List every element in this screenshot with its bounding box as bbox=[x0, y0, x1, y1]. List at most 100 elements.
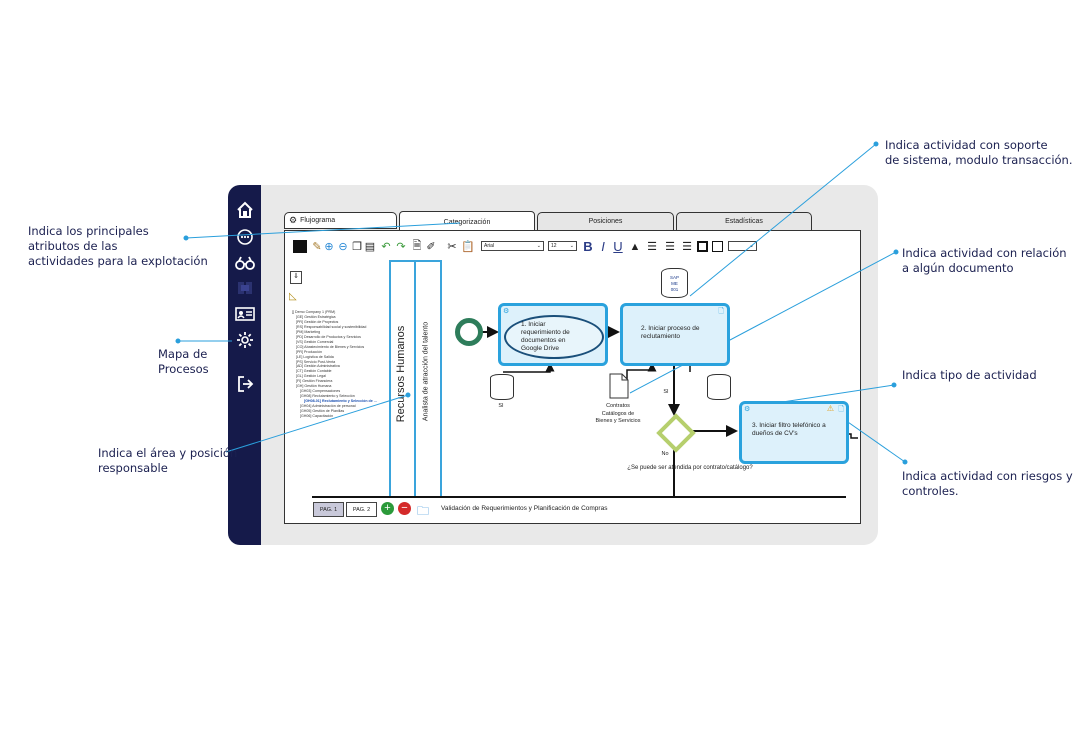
tree-item[interactable]: [PS] Servicio Post-Venta bbox=[296, 359, 336, 364]
fill-icon[interactable]: ▲ bbox=[629, 240, 641, 253]
page-tab-2[interactable]: PAG. 2 bbox=[346, 502, 377, 517]
font-select[interactable]: Arial ⌄ bbox=[481, 241, 544, 251]
annotation-area: Indica el área y posición responsable bbox=[98, 446, 238, 475]
tab-label: Categorización bbox=[443, 219, 491, 226]
more-icon[interactable] bbox=[228, 226, 261, 248]
pencil-icon[interactable]: ✎ bbox=[312, 241, 322, 253]
underline-button[interactable]: U bbox=[613, 239, 623, 254]
tree-item[interactable]: [GE] Gestión Estratégica bbox=[296, 314, 336, 319]
tree-item[interactable]: [CT] Gestión Contable bbox=[296, 369, 332, 374]
border-icon[interactable] bbox=[697, 241, 708, 252]
border-thin-icon[interactable] bbox=[712, 241, 723, 252]
lane-position: Analista de atracción del talento bbox=[414, 260, 442, 498]
zoom-out-icon[interactable]: ⊖ bbox=[338, 241, 348, 253]
document-flag-icon: 🗋 bbox=[718, 308, 724, 315]
diagram-title: Validación de Requerimientos y Planifica… bbox=[441, 505, 608, 512]
page-tab-1[interactable]: PAG. 1 bbox=[313, 502, 344, 517]
remove-page-button[interactable]: − bbox=[398, 502, 411, 515]
copy-icon[interactable]: ❐ bbox=[352, 241, 362, 253]
align-left-icon[interactable]: ☰ bbox=[647, 241, 657, 253]
ruler-icon[interactable]: ◺ bbox=[289, 291, 297, 302]
tree-item[interactable]: [] Demo Company 1 (PRM) bbox=[292, 310, 336, 314]
redo-icon[interactable]: ↷ bbox=[396, 241, 406, 253]
chevron-down-icon: ⌄ bbox=[536, 243, 541, 249]
tree-item[interactable]: [VS] Gestión Comercial bbox=[296, 339, 334, 344]
tree-item[interactable]: [AD] Gestión Administrativa bbox=[296, 364, 340, 369]
flowchart-icon: ⚙ bbox=[289, 215, 298, 225]
save-icon[interactable] bbox=[293, 240, 307, 253]
add-page-button[interactable]: + bbox=[381, 502, 394, 515]
annotation-tipo: Indica tipo de actividad bbox=[902, 368, 1037, 382]
id-card-icon[interactable] bbox=[228, 303, 261, 325]
task-2-label: 2. Iniciar proceso de reclutamiento bbox=[641, 325, 700, 340]
gear-icon: ⚙ bbox=[744, 406, 751, 413]
tree-item[interactable]: [PD] Desarrollo de Productos y Servicios bbox=[296, 334, 361, 339]
home-icon[interactable] bbox=[228, 199, 261, 221]
tree-item[interactable]: [GH06] Capacitación bbox=[300, 413, 334, 418]
folder-icon[interactable]: 🗀 bbox=[417, 504, 430, 518]
brush-icon[interactable]: ✐ bbox=[426, 241, 436, 253]
tree-item[interactable]: [GH08-01] Reclutamiento y Selección de .… bbox=[304, 399, 377, 404]
document-icon[interactable]: 🗎 bbox=[412, 240, 422, 252]
gear-icon[interactable] bbox=[228, 329, 261, 351]
tree-item[interactable]: [GH08] Reclutamiento y Selección bbox=[300, 394, 355, 399]
task-1-ellipse bbox=[504, 315, 604, 359]
tab-flujograma[interactable]: ⚙ Flujograma bbox=[284, 212, 397, 229]
logout-icon[interactable] bbox=[228, 373, 261, 395]
tab-flujograma-label: Flujograma bbox=[300, 217, 336, 224]
database-icon bbox=[490, 374, 514, 400]
size-select[interactable]: 12 ⌄ bbox=[548, 241, 577, 251]
tree-item[interactable]: [PR] Producción bbox=[296, 349, 322, 354]
annotation-atributos: Indica los principales atributos de las … bbox=[28, 224, 208, 268]
scissors-icon[interactable]: ✂ bbox=[447, 241, 457, 253]
si-label-2: SI bbox=[663, 389, 669, 395]
tree-item[interactable]: [LE] Logística de Salida bbox=[296, 354, 334, 359]
tree-item[interactable]: [GH03] Compensaciones bbox=[300, 389, 341, 394]
tree-item[interactable]: [PR] Gestión de Proyectos bbox=[296, 319, 339, 324]
canvas-panel bbox=[284, 230, 861, 524]
size-select-value: 12 bbox=[551, 243, 557, 249]
sap-label: SAP ME 001 bbox=[669, 275, 679, 292]
tab-label: Estadísticas bbox=[725, 218, 763, 225]
task-3[interactable]: ⚙ ⚠ 🗋 3. Iniciar filtro telefónico a due… bbox=[739, 401, 849, 464]
no-label: No bbox=[661, 451, 669, 457]
tree-item[interactable]: [PM] Marketing bbox=[296, 329, 321, 334]
document-flag-icon: 🗋 bbox=[838, 406, 844, 413]
zoom-in-icon[interactable]: ⊕ bbox=[324, 241, 334, 253]
task-3-label: 3. Iniciar filtro telefónico a dueños de… bbox=[752, 422, 826, 437]
italic-button[interactable]: I bbox=[601, 239, 605, 254]
document-label: Contratos Catálogos de Bienes y Servicio… bbox=[595, 403, 641, 424]
annotation-mapa: Mapa de Procesos bbox=[158, 347, 209, 376]
task-1-label: 1. Iniciar requerimiento de documentos e… bbox=[521, 321, 570, 352]
undo-icon[interactable]: ↶ bbox=[381, 241, 391, 253]
tree-item[interactable]: [GH05] Gestión de Planillas bbox=[300, 409, 345, 413]
align-center-icon[interactable]: ☰ bbox=[665, 241, 675, 253]
clipboard-icon[interactable]: 📋 bbox=[461, 241, 475, 253]
chevron-down-icon: ⌄ bbox=[569, 243, 574, 249]
tree-item[interactable]: [CO] Abastecimiento de Bienes y Servicio… bbox=[296, 344, 365, 349]
bold-button[interactable]: B bbox=[583, 239, 593, 254]
database-icon bbox=[707, 374, 731, 400]
binoculars-icon[interactable] bbox=[228, 252, 261, 274]
annotation-documento: Indica actividad con relación a algún do… bbox=[902, 246, 1067, 275]
tab-label: Posiciones bbox=[588, 218, 623, 225]
sidebar bbox=[228, 185, 261, 545]
si-label-1: SI bbox=[498, 403, 504, 409]
logo-icon[interactable] bbox=[228, 277, 261, 299]
tree-item[interactable]: [RS] Responsabilidad social y sostenibil… bbox=[296, 324, 367, 329]
tree-item[interactable]: [GH] Gestión Humana bbox=[296, 384, 332, 389]
task-1[interactable]: ⚙ 1. Iniciar requerimiento de documentos… bbox=[498, 303, 608, 366]
task-2[interactable]: 🗋 2. Iniciar proceso de reclutamiento bbox=[620, 303, 730, 366]
system-database-icon: SAP ME 001 bbox=[661, 268, 688, 298]
start-event[interactable] bbox=[455, 318, 483, 346]
annotation-sistema: Indica actividad con soporte de sistema,… bbox=[885, 138, 1073, 167]
download-icon[interactable]: ⇓ bbox=[290, 271, 302, 284]
gateway-question: ¿Se puede ser atendida por contrato/catá… bbox=[627, 465, 753, 471]
warning-icon: ⚠ bbox=[826, 404, 834, 413]
paste-icon[interactable]: ▤ bbox=[364, 241, 376, 253]
font-select-value: Arial bbox=[484, 243, 495, 249]
tree-item[interactable]: [GL] Gestión Legal bbox=[296, 374, 326, 379]
tree-item[interactable]: [FI] Gestión Financiera bbox=[296, 379, 333, 384]
align-right-icon[interactable]: ☰ bbox=[682, 241, 692, 253]
tree-item[interactable]: [GH04] Administración de personal bbox=[300, 404, 356, 409]
